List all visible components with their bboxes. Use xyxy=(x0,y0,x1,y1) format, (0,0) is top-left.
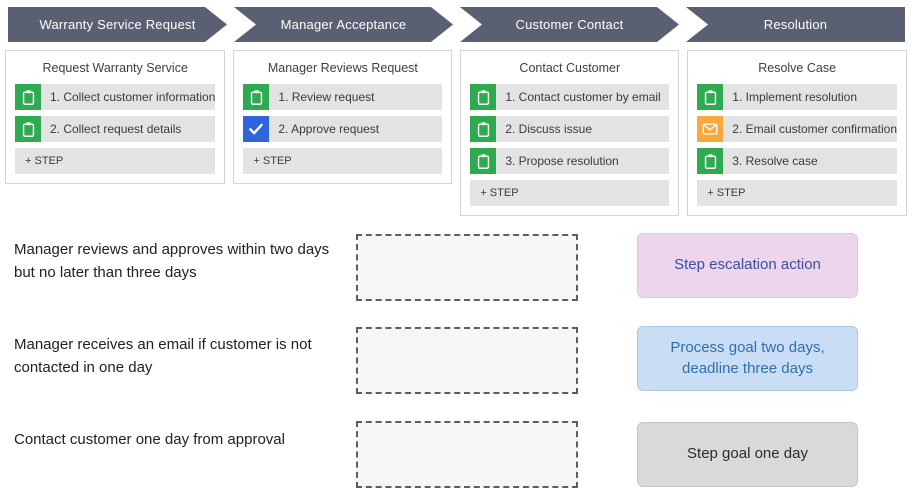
drop-target-3[interactable] xyxy=(356,421,578,488)
clipboard-icon xyxy=(15,84,41,110)
activity-card-resolve-case: Resolve Case 1. Implement resolution 2. … xyxy=(687,50,907,216)
step-label: 1. Review request xyxy=(278,90,375,104)
phase-warranty-service-request: Warranty Service Request xyxy=(8,7,227,42)
clipboard-icon xyxy=(697,84,724,110)
phase-customer-contact: Customer Contact xyxy=(460,7,679,42)
activity-title: Contact Customer xyxy=(519,61,621,75)
step-discuss-issue[interactable]: 2. Discuss issue xyxy=(470,116,670,142)
step-label: 2. Discuss issue xyxy=(505,122,593,136)
step-label: 2. Email customer confirmation xyxy=(732,122,897,136)
match-prompt-escalation: Manager reviews and approves within two … xyxy=(14,241,330,282)
activity-title: Manager Reviews Request xyxy=(267,61,418,75)
answer-card-step-escalation-action[interactable]: Step escalation action xyxy=(637,233,858,298)
step-label: 3. Propose resolution xyxy=(505,154,619,168)
match-prompt-step-goal: Contact customer one day from approval xyxy=(14,431,285,448)
step-collect-customer-information[interactable]: 1. Collect customer information xyxy=(15,84,216,110)
drop-target-1[interactable] xyxy=(356,234,578,301)
clipboard-icon xyxy=(243,84,270,110)
clipboard-icon xyxy=(470,148,497,174)
step-label: 1. Collect customer information xyxy=(50,90,216,104)
clipboard-icon xyxy=(15,116,41,142)
step-label: 1. Contact customer by email xyxy=(505,90,661,104)
step-email-customer-confirmation[interactable]: 2. Email customer confirmation xyxy=(697,116,897,142)
step-propose-resolution[interactable]: 3. Propose resolution xyxy=(470,148,670,174)
activity-title: Resolve Case xyxy=(758,61,837,75)
activity-card-manager-reviews-request: Manager Reviews Request 1. Review reques… xyxy=(233,50,453,184)
step-review-request[interactable]: 1. Review request xyxy=(243,84,443,110)
activity-cards: Request Warranty Service 1. Collect cust… xyxy=(5,50,907,216)
phase-resolution: Resolution xyxy=(686,7,905,42)
step-approve-request[interactable]: 2. Approve request xyxy=(243,116,443,142)
clipboard-icon xyxy=(470,116,497,142)
phase-manager-acceptance: Manager Acceptance xyxy=(234,7,453,42)
step-label: 3. Resolve case xyxy=(732,154,818,168)
step-implement-resolution[interactable]: 1. Implement resolution xyxy=(697,84,897,110)
clipboard-icon xyxy=(697,148,724,174)
step-label: 2. Approve request xyxy=(278,122,380,136)
check-icon xyxy=(243,116,270,142)
add-step-button[interactable]: + STEP xyxy=(697,180,897,206)
phase-bar: Warranty Service Request Manager Accepta… xyxy=(8,7,905,42)
activity-title: Request Warranty Service xyxy=(42,61,188,75)
step-collect-request-details[interactable]: 2. Collect request details xyxy=(15,116,216,142)
activity-card-contact-customer: Contact Customer 1. Contact customer by … xyxy=(460,50,680,216)
answer-card-process-goal-two-days[interactable]: Process goal two days, deadline three da… xyxy=(637,326,858,391)
add-step-button[interactable]: + STEP xyxy=(15,148,216,174)
match-prompt-process-goal: Manager receives an email if customer is… xyxy=(14,336,312,377)
step-contact-customer-by-email[interactable]: 1. Contact customer by email xyxy=(470,84,670,110)
step-label: 2. Collect request details xyxy=(50,122,182,136)
envelope-icon xyxy=(697,116,724,142)
add-step-button[interactable]: + STEP xyxy=(243,148,443,174)
step-resolve-case[interactable]: 3. Resolve case xyxy=(697,148,897,174)
drop-target-2[interactable] xyxy=(356,327,578,394)
add-step-button[interactable]: + STEP xyxy=(470,180,670,206)
clipboard-icon xyxy=(470,84,497,110)
step-label: 1. Implement resolution xyxy=(732,90,857,104)
answer-card-step-goal-one-day[interactable]: Step goal one day xyxy=(637,422,858,487)
activity-card-request-warranty-service: Request Warranty Service 1. Collect cust… xyxy=(5,50,226,184)
